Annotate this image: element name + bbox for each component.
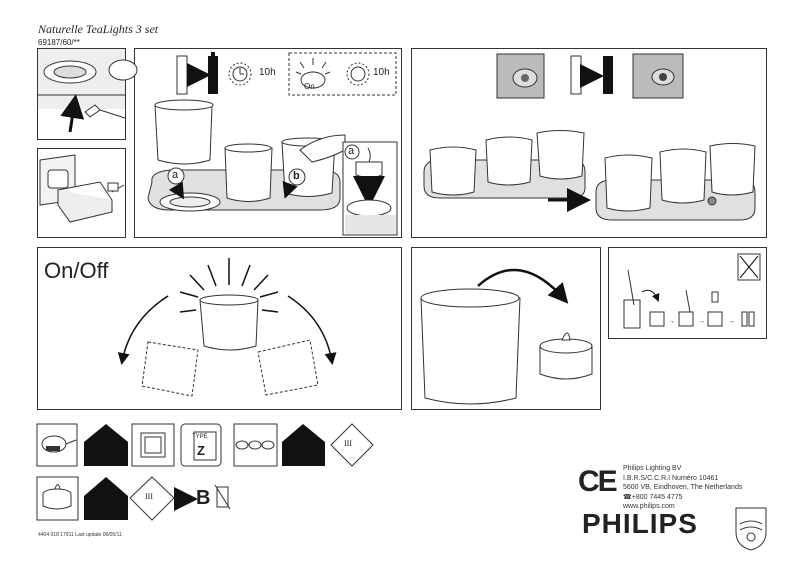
step-b-marker: b [293, 170, 300, 182]
brand-logo: PHILIPS [582, 508, 698, 539]
charge-time-label: 10h [259, 67, 276, 78]
svg-text:→: → [728, 318, 735, 325]
ce-mark: CE [578, 465, 618, 498]
class3-symbol-2: III [145, 492, 153, 501]
socket-plug-illustration [38, 49, 138, 133]
company-phone: ☎+800 7445 4775 [623, 493, 683, 501]
recycle-b-letter: B [196, 487, 211, 509]
company-web: www.philips.com [623, 503, 675, 510]
wall-adapter-illustration [39, 154, 125, 223]
docking-illustration [423, 53, 756, 221]
print-code: 4404 018 17911 Last update 06/05/11 [38, 532, 122, 538]
on-state-label: On [304, 82, 315, 91]
remove-light-illustration [420, 268, 593, 405]
company-registry: I.B.R.S/C.C.R.I Numéro 10461 [623, 474, 719, 482]
class3-symbol: III [344, 439, 352, 448]
company-address: Philips Lighting BV I.B.R.S/C.C.R.I Numé… [623, 464, 742, 512]
svg-text:→: → [698, 318, 705, 325]
company-city: 5600 VB, Eindhoven, The Netherlands [623, 484, 743, 491]
symbol-row-1 [36, 423, 374, 467]
charge-time-label-2: 10h [373, 67, 390, 78]
type-z-label: TYPE [192, 434, 208, 440]
cleaning-illustration: → → → [623, 253, 761, 329]
product-code: 69187/60/** [38, 38, 80, 47]
symbol-row-2 [36, 476, 231, 521]
svg-text:→: → [668, 318, 675, 325]
phone-icon: ☎ [623, 493, 632, 501]
charging-illustration [147, 52, 398, 236]
onoff-title: On/Off [44, 258, 109, 283]
step-a-marker: a [172, 169, 179, 181]
onoff-illustration [117, 258, 337, 397]
product-title: Naturelle TeaLights 3 set [38, 22, 159, 36]
type-z-letter: Z [197, 443, 205, 458]
company-name: Philips Lighting BV [623, 465, 682, 472]
step-a-marker-inset: a [348, 145, 355, 157]
philips-shield-icon [735, 507, 767, 551]
